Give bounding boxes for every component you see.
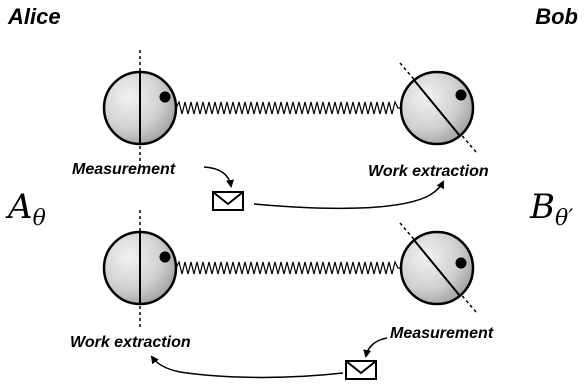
bob-sphere-bottom (399, 222, 477, 313)
measurement-arrow-bottom (363, 337, 388, 358)
alice-math-label: Aθ (5, 187, 46, 231)
bob-math-label: Bθ′ (529, 187, 573, 231)
alice-label: Alice (7, 4, 61, 29)
bob-measurement-axis-top (399, 62, 477, 153)
svg-text:Aθ: Aθ (5, 187, 46, 231)
svg-text:Bθ′: Bθ′ (529, 187, 573, 231)
spin-dot (159, 91, 171, 103)
envelope-icon (345, 360, 377, 380)
spring-icon (175, 100, 400, 115)
message-arrow-bottom (150, 355, 344, 379)
alice-sphere-top (102, 50, 178, 168)
bob-label: Bob (535, 4, 578, 29)
spin-dot (159, 251, 171, 263)
work-extraction-label-top: Work extraction (368, 163, 489, 180)
alice-math-sub: θ (33, 206, 46, 231)
bob-math-base: B (529, 187, 555, 227)
bob-sphere-top (399, 62, 477, 153)
spin-dot (455, 257, 467, 269)
alice-sphere-bottom (102, 210, 178, 328)
alice-math-base: A (5, 187, 33, 227)
work-extraction-label-bottom: Work extraction (70, 334, 191, 351)
spin-dot (455, 89, 467, 101)
message-arrow-top (253, 180, 444, 210)
bob-math-sub: θ′ (555, 206, 573, 231)
measurement-label-bottom: Measurement (390, 325, 494, 342)
measurement-label-top: Measurement (72, 161, 176, 178)
spring-icon (175, 260, 400, 275)
measurement-arrow-top (203, 166, 234, 188)
envelope-icon (212, 191, 244, 211)
bob-measurement-axis-bottom (399, 222, 477, 313)
